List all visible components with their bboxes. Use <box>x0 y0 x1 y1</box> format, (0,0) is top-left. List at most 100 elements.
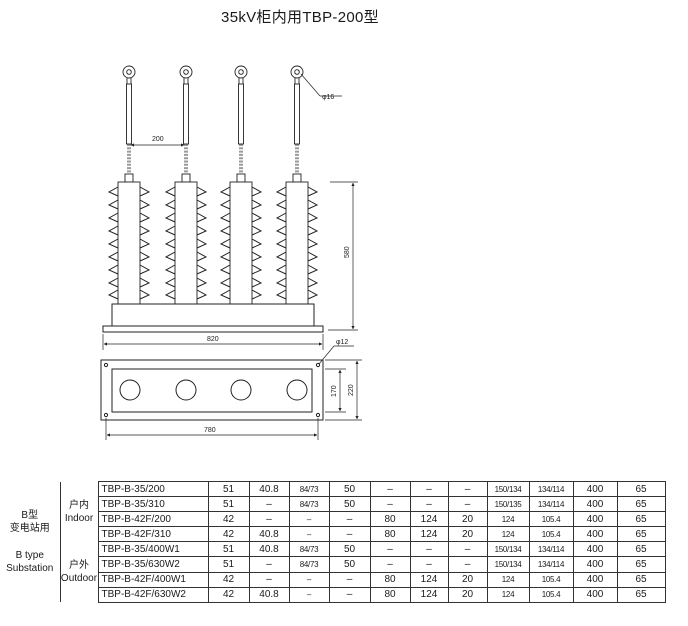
dimension-depth-inner-label: 170 <box>331 385 338 397</box>
arrester-drawing: 200 φ16 580 820 φ12 <box>100 65 362 440</box>
value-cell: 51 <box>208 541 250 558</box>
model-cell: TBP-B-35/630W2 <box>97 556 209 573</box>
value-cell: 150/135 <box>487 496 530 513</box>
value-cell: 40.8 <box>249 586 290 603</box>
group-line: 变电站用 <box>9 522 50 534</box>
value-cell: 400 <box>573 586 618 603</box>
value-cell: – <box>249 496 290 513</box>
value-cell: – <box>289 586 330 603</box>
outdoor-label-cn: 户外 <box>69 560 89 572</box>
value-cell: 150/134 <box>487 541 530 558</box>
value-cell: 20 <box>448 586 488 603</box>
value-cell: 400 <box>573 496 618 513</box>
dimension-height <box>328 181 358 331</box>
value-cell: – <box>289 511 330 528</box>
value-cell: 400 <box>573 556 618 573</box>
value-cell: 42 <box>208 571 250 588</box>
value-cell: 40.8 <box>249 541 290 558</box>
value-cell: 51 <box>208 556 250 573</box>
value-cell: 50 <box>329 541 371 558</box>
value-cell: 150/134 <box>487 556 530 573</box>
outdoor-cell: 户外 Outdoor <box>60 541 99 603</box>
value-cell: 400 <box>573 480 618 498</box>
value-cell: 84/73 <box>289 541 330 558</box>
value-cell: 124 <box>487 526 530 543</box>
group-line: B型 <box>21 509 39 521</box>
table-row: TBP-B-42F/310 42 40.8 – – 80 124 20 124 … <box>0 526 666 543</box>
value-cell: – <box>329 511 371 528</box>
base-plate-plan <box>100 359 324 421</box>
value-cell: 80 <box>370 586 411 603</box>
insulator-sheds <box>107 186 151 300</box>
table-row: TBP-B-42F/200 42 – – – 80 124 20 124 105… <box>0 511 666 528</box>
model-cell: TBP-B-35/310 <box>97 496 209 513</box>
value-cell: 105.4 <box>529 511 574 528</box>
value-cell: 400 <box>573 541 618 558</box>
dimension-pitch-label: 200 <box>152 136 164 143</box>
value-cell: 84/73 <box>289 556 330 573</box>
value-cell: – <box>448 541 488 558</box>
value-cell: 105.4 <box>529 571 574 588</box>
value-cell: – <box>370 556 411 573</box>
model-cell: TBP-B-35/400W1 <box>97 541 209 558</box>
value-cell: 65 <box>617 526 666 543</box>
value-cell: 84/73 <box>289 496 330 513</box>
value-cell: 80 <box>370 571 411 588</box>
value-cell: – <box>448 480 488 498</box>
dimension-hole-diameter-label: φ12 <box>336 339 348 346</box>
spec-table: B型 变电站用 B type Substation 户内 Indoor TBP-… <box>0 480 666 603</box>
arrester-unit-2 <box>164 65 208 326</box>
dimension-hole-leader <box>318 345 354 365</box>
value-cell: 105.4 <box>529 526 574 543</box>
value-cell: 65 <box>617 511 666 528</box>
value-cell: 51 <box>208 480 250 498</box>
value-cell: 80 <box>370 511 411 528</box>
group-line: B type <box>15 549 44 561</box>
value-cell: 50 <box>329 480 371 498</box>
value-cell: 150/134 <box>487 480 530 498</box>
table-row: TBP-B-35/630W2 51 – 84/73 50 – – – 150/1… <box>0 556 666 573</box>
value-cell: – <box>329 571 371 588</box>
indoor-label-en: Indoor <box>64 512 94 524</box>
dimension-depth <box>325 359 362 421</box>
value-cell: 20 <box>448 571 488 588</box>
value-cell: 50 <box>329 496 371 513</box>
dimension-length-label: 820 <box>207 336 219 343</box>
value-cell: – <box>249 511 290 528</box>
group-cell: B型 变电站用 B type Substation <box>0 481 61 603</box>
value-cell: – <box>289 526 330 543</box>
value-cell: – <box>249 556 290 573</box>
table-row: 户外 Outdoor TBP-B-35/400W1 51 40.8 84/73 … <box>0 541 666 603</box>
model-cell: TBP-B-42F/200 <box>97 511 209 528</box>
value-cell: 51 <box>208 496 250 513</box>
model-cell: TBP-B-35/200 <box>97 480 209 498</box>
dimension-hole-spacing <box>105 418 319 440</box>
value-cell: 134/114 <box>529 496 574 513</box>
indoor-cell: 户内 Indoor <box>60 481 99 542</box>
table-row: TBP-B-35/310 51 – 84/73 50 – – – 150/135… <box>0 496 666 513</box>
table-row: B型 变电站用 B type Substation 户内 Indoor TBP-… <box>0 480 666 603</box>
value-cell: 40.8 <box>249 480 290 498</box>
value-cell: 65 <box>617 541 666 558</box>
dimension-height-label: 580 <box>344 246 351 258</box>
value-cell: – <box>329 526 371 543</box>
value-cell: 65 <box>617 556 666 573</box>
value-cell: 42 <box>208 526 250 543</box>
value-cell: – <box>370 480 411 498</box>
value-cell: – <box>410 556 449 573</box>
value-cell: 105.4 <box>529 586 574 603</box>
dimension-hole-spacing-label: 780 <box>204 427 216 434</box>
value-cell: – <box>329 586 371 603</box>
indoor-label-cn: 户内 <box>69 499 89 511</box>
value-cell: – <box>370 496 411 513</box>
value-cell: 65 <box>617 496 666 513</box>
dimension-depth-outer-label: 220 <box>348 384 355 396</box>
value-cell: 42 <box>208 511 250 528</box>
value-cell: 134/114 <box>529 556 574 573</box>
value-cell: 20 <box>448 526 488 543</box>
arrester-units <box>107 65 319 326</box>
value-cell: 124 <box>410 511 449 528</box>
model-cell: TBP-B-42F/400W1 <box>97 571 209 588</box>
value-cell: 80 <box>370 526 411 543</box>
value-cell: 124 <box>410 526 449 543</box>
